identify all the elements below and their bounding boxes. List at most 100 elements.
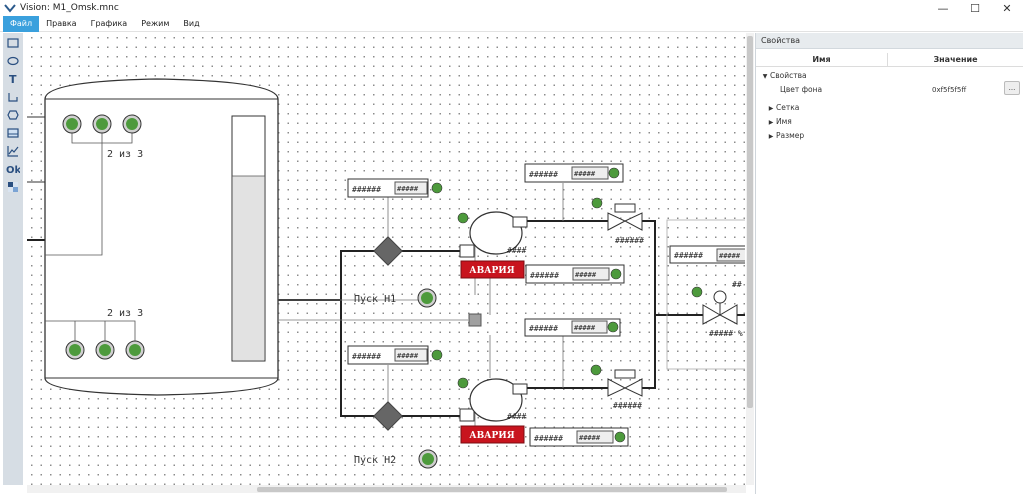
toolbox: T Ok bbox=[3, 33, 23, 485]
svg-text:######: ###### bbox=[529, 170, 558, 179]
menu-bar: Файл Правка Графика Режим Вид bbox=[0, 15, 1023, 32]
svg-text:Пуск Н2: Пуск Н2 bbox=[354, 455, 396, 466]
minimize-button[interactable]: — bbox=[937, 1, 949, 15]
property-bg-label: Цвет фона bbox=[780, 85, 823, 94]
tree-item-label: Имя bbox=[776, 117, 792, 126]
text-tool-icon[interactable]: T bbox=[5, 71, 21, 87]
panel-title: Свойства bbox=[756, 33, 1023, 49]
start-h1[interactable]: Пуск Н1 bbox=[354, 288, 437, 308]
display-box-4: ###### ##### bbox=[524, 318, 621, 376]
panel-tool-icon[interactable] bbox=[5, 125, 21, 141]
svg-text:##: ## bbox=[732, 280, 742, 289]
small-square bbox=[468, 313, 482, 327]
vote-label-top: 2 из 3 bbox=[107, 149, 143, 160]
display-box-3: ###### ##### bbox=[525, 264, 625, 284]
svg-text:######: ###### bbox=[352, 352, 381, 361]
polyline-tool-icon[interactable] bbox=[5, 89, 21, 105]
close-button[interactable]: ✕ bbox=[1002, 1, 1012, 15]
collapsed-arrow-icon: ▶ bbox=[768, 105, 774, 112]
level-gauge bbox=[231, 115, 266, 362]
valve-top[interactable]: ###### bbox=[607, 203, 644, 245]
svg-text:#####: ##### bbox=[575, 271, 597, 279]
svg-text:####: #### bbox=[507, 246, 526, 255]
color-picker-button[interactable]: ... bbox=[1004, 81, 1020, 95]
svg-text:######: ###### bbox=[534, 434, 563, 443]
tree-group-label: Свойства bbox=[770, 71, 807, 80]
chart-tool-icon[interactable] bbox=[5, 143, 21, 159]
svg-text:##### %: ##### % bbox=[709, 329, 743, 338]
display-box-2: ###### ##### bbox=[524, 163, 624, 209]
svg-text:#####: ##### bbox=[574, 324, 596, 332]
valve-bottom[interactable]: ###### bbox=[607, 369, 643, 410]
window-title: Vision: M1_Omsk.mnc bbox=[20, 3, 119, 13]
right-group: ###### ##### ## ##### % bbox=[666, 219, 745, 370]
tree-item-grid[interactable]: ▶Сетка bbox=[756, 101, 1023, 115]
svg-text:#####: ##### bbox=[574, 170, 596, 178]
pump-bottom[interactable]: #### bbox=[457, 377, 528, 422]
pump-top[interactable]: #### bbox=[457, 211, 528, 258]
svg-text:T: T bbox=[9, 73, 17, 85]
svg-text:#####: ##### bbox=[579, 434, 601, 442]
svg-text:######: ###### bbox=[352, 185, 381, 194]
app-icon bbox=[4, 4, 16, 13]
svg-text:Ok: Ok bbox=[6, 165, 20, 175]
alarm-bottom: АВАРИЯ bbox=[460, 425, 525, 444]
sensor-group-top: 2 из 3 bbox=[45, 114, 143, 256]
horizontal-scrollbar[interactable] bbox=[27, 485, 746, 493]
menu-mode[interactable]: Режим bbox=[141, 18, 170, 28]
display-box-1: ###### ##### bbox=[347, 178, 443, 198]
rectangle-tool-icon[interactable] bbox=[5, 35, 21, 51]
vertical-scrollbar[interactable] bbox=[746, 33, 754, 485]
tree-item-label: Сетка bbox=[776, 103, 800, 112]
svg-text:АВАРИЯ: АВАРИЯ bbox=[469, 266, 515, 276]
sensor-group-bottom: 2 из 3 bbox=[45, 308, 145, 360]
menu-edit[interactable]: Правка bbox=[46, 18, 77, 28]
svg-text:######: ###### bbox=[674, 251, 703, 260]
ellipse-tool-icon[interactable] bbox=[5, 53, 21, 69]
polygon-tool-icon[interactable] bbox=[5, 107, 21, 123]
svg-text:######: ###### bbox=[529, 324, 558, 333]
column-name-header[interactable]: Имя bbox=[756, 53, 888, 66]
ok-button-tool-icon[interactable]: Ok bbox=[5, 161, 21, 177]
signal-lines bbox=[278, 183, 626, 426]
tree-item-name[interactable]: ▶Имя bbox=[756, 115, 1023, 129]
diagram-svg: 2 из 3 2 из 3 bbox=[27, 78, 745, 469]
property-row-bg-color[interactable]: Цвет фона 0xf5f5f5ff ... bbox=[756, 81, 1023, 97]
collapsed-arrow-icon: ▶ bbox=[768, 119, 774, 126]
svg-text:######: ###### bbox=[615, 236, 644, 245]
svg-text:#####: ##### bbox=[397, 185, 419, 193]
vote-label-bottom: 2 из 3 bbox=[107, 308, 143, 319]
tree-group-properties[interactable]: ▼Свойства bbox=[756, 69, 1023, 83]
svg-text:######: ###### bbox=[613, 401, 642, 410]
diamond-top[interactable] bbox=[373, 236, 403, 266]
maximize-button[interactable]: ☐ bbox=[970, 1, 980, 15]
svg-text:#####: ##### bbox=[719, 252, 741, 260]
diamond-bottom[interactable] bbox=[373, 401, 403, 431]
display-box-6: ###### ##### bbox=[529, 427, 629, 447]
tree-item-label: Размер bbox=[776, 131, 805, 140]
properties-header: Имя Значение bbox=[756, 53, 1023, 67]
collapsed-arrow-icon: ▶ bbox=[768, 133, 774, 140]
diagram-canvas[interactable]: 2 из 3 2 из 3 bbox=[27, 33, 745, 485]
column-value-header[interactable]: Значение bbox=[933, 55, 978, 64]
main-pipes bbox=[278, 220, 703, 417]
palette-tool-icon[interactable] bbox=[5, 179, 21, 195]
svg-text:Пуск Н1: Пуск Н1 bbox=[354, 294, 396, 305]
menu-view[interactable]: Вид bbox=[183, 18, 200, 28]
svg-text:####: #### bbox=[507, 412, 526, 421]
vertical-scroll-thumb[interactable] bbox=[747, 36, 753, 408]
tree-item-size[interactable]: ▶Размер bbox=[756, 129, 1023, 143]
properties-panel: Свойства Имя Значение ▼Свойства Цвет фон… bbox=[755, 33, 1023, 494]
alarm-top: АВАРИЯ bbox=[460, 260, 525, 279]
menu-graphics[interactable]: Графика bbox=[90, 18, 128, 28]
svg-text:#####: ##### bbox=[397, 352, 419, 360]
property-bg-value: 0xf5f5f5ff bbox=[932, 86, 967, 94]
title-bar: Vision: M1_Omsk.mnc — ☐ ✕ bbox=[0, 0, 1023, 16]
display-box-5: ###### ##### bbox=[347, 345, 443, 365]
start-h2[interactable]: Пуск Н2 bbox=[354, 449, 438, 469]
svg-text:АВАРИЯ: АВАРИЯ bbox=[469, 431, 515, 441]
horizontal-scroll-thumb[interactable] bbox=[257, 487, 727, 492]
tank[interactable] bbox=[44, 78, 279, 396]
menu-file[interactable]: Файл bbox=[3, 15, 40, 32]
expanded-arrow-icon: ▼ bbox=[762, 73, 768, 80]
